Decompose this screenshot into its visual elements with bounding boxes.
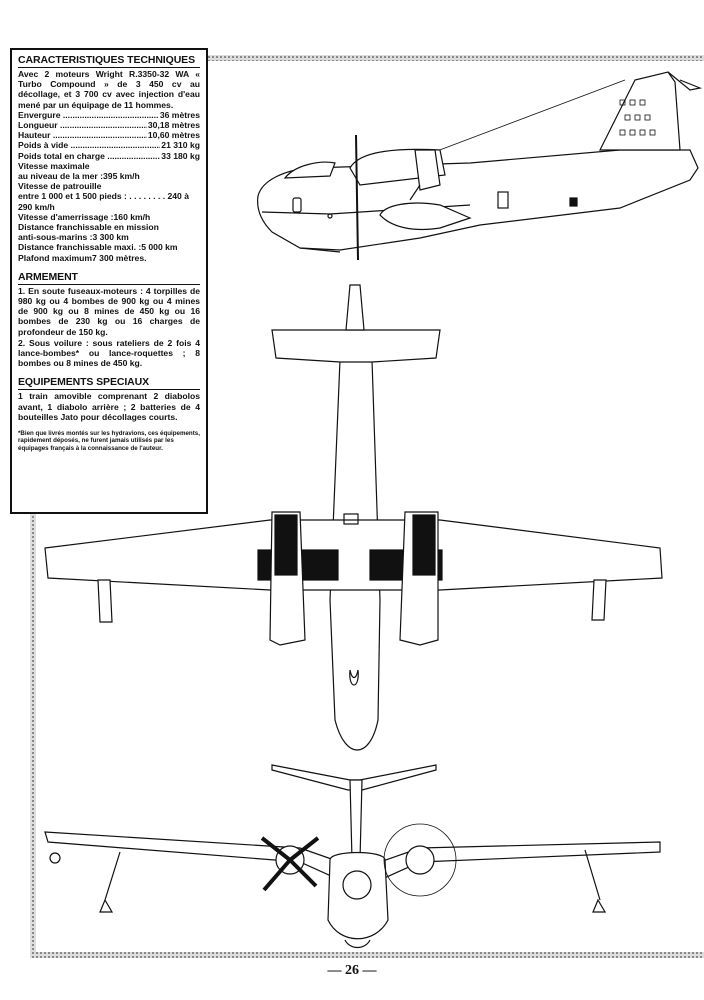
spec-line: entre 1 000 et 1 500 pieds : . . . . . .… xyxy=(18,191,190,202)
specs-dimensions: Envergure36 mètres Longueur30,18 mètres … xyxy=(18,110,200,161)
spec-line: Vitesse maximale xyxy=(18,160,90,171)
footnote: *Bien que livrés montés sur les hydravio… xyxy=(18,430,200,452)
spec-row-hauteur: Hauteur10,60 mètres xyxy=(18,130,200,140)
spec-row-poids-vide: Poids à vide21 310 kg xyxy=(18,140,200,150)
spec-line: 290 km/h xyxy=(18,201,55,212)
specs-performance: Vitesse maximale au niveau de la mer :39… xyxy=(18,161,200,263)
spec-line: Plafond maximum7 300 mètres. xyxy=(18,252,147,263)
spec-row-poids-total: Poids total en charge33 180 kg xyxy=(18,151,200,161)
specifications-panel: CARACTERISTIQUES TECHNIQUES Avec 2 moteu… xyxy=(10,48,208,514)
page-frame xyxy=(30,55,704,958)
spec-line: anti-sous-marins :3 300 km xyxy=(18,232,129,243)
top-view xyxy=(44,284,663,751)
spec-line: Vitesse d'amerrissage :160 km/h xyxy=(18,211,151,222)
equipment-title: EQUIPEMENTS SPECIAUX xyxy=(18,376,200,391)
spec-line: Distance franchissable en mission xyxy=(18,222,159,233)
side-view xyxy=(257,71,703,261)
spec-line: Distance franchissable maxi. :5 000 km xyxy=(18,242,178,253)
equipment-text: 1 train amovible comprenant 2 diabolos a… xyxy=(18,391,200,422)
spec-line: au niveau de la mer :395 km/h xyxy=(18,171,140,182)
specs-title: CARACTERISTIQUES TECHNIQUES xyxy=(18,54,200,68)
armament-title: ARMEMENT xyxy=(18,271,200,285)
armament-item: 1. En soute fuseaux-moteurs : 4 torpille… xyxy=(18,285,200,337)
spec-row-envergure: Envergure36 mètres xyxy=(18,110,200,120)
front-view xyxy=(44,764,661,949)
armament-item: 2. Sous voilure : sous rateliers de 2 fo… xyxy=(18,337,200,369)
specs-intro: Avec 2 moteurs Wright R.3350-32 WA « Tur… xyxy=(18,69,200,110)
spec-line: Vitesse de patrouille xyxy=(18,181,102,192)
spec-row-longueur: Longueur30,18 mètres xyxy=(18,120,200,130)
page-number: — 26 — xyxy=(327,963,377,978)
